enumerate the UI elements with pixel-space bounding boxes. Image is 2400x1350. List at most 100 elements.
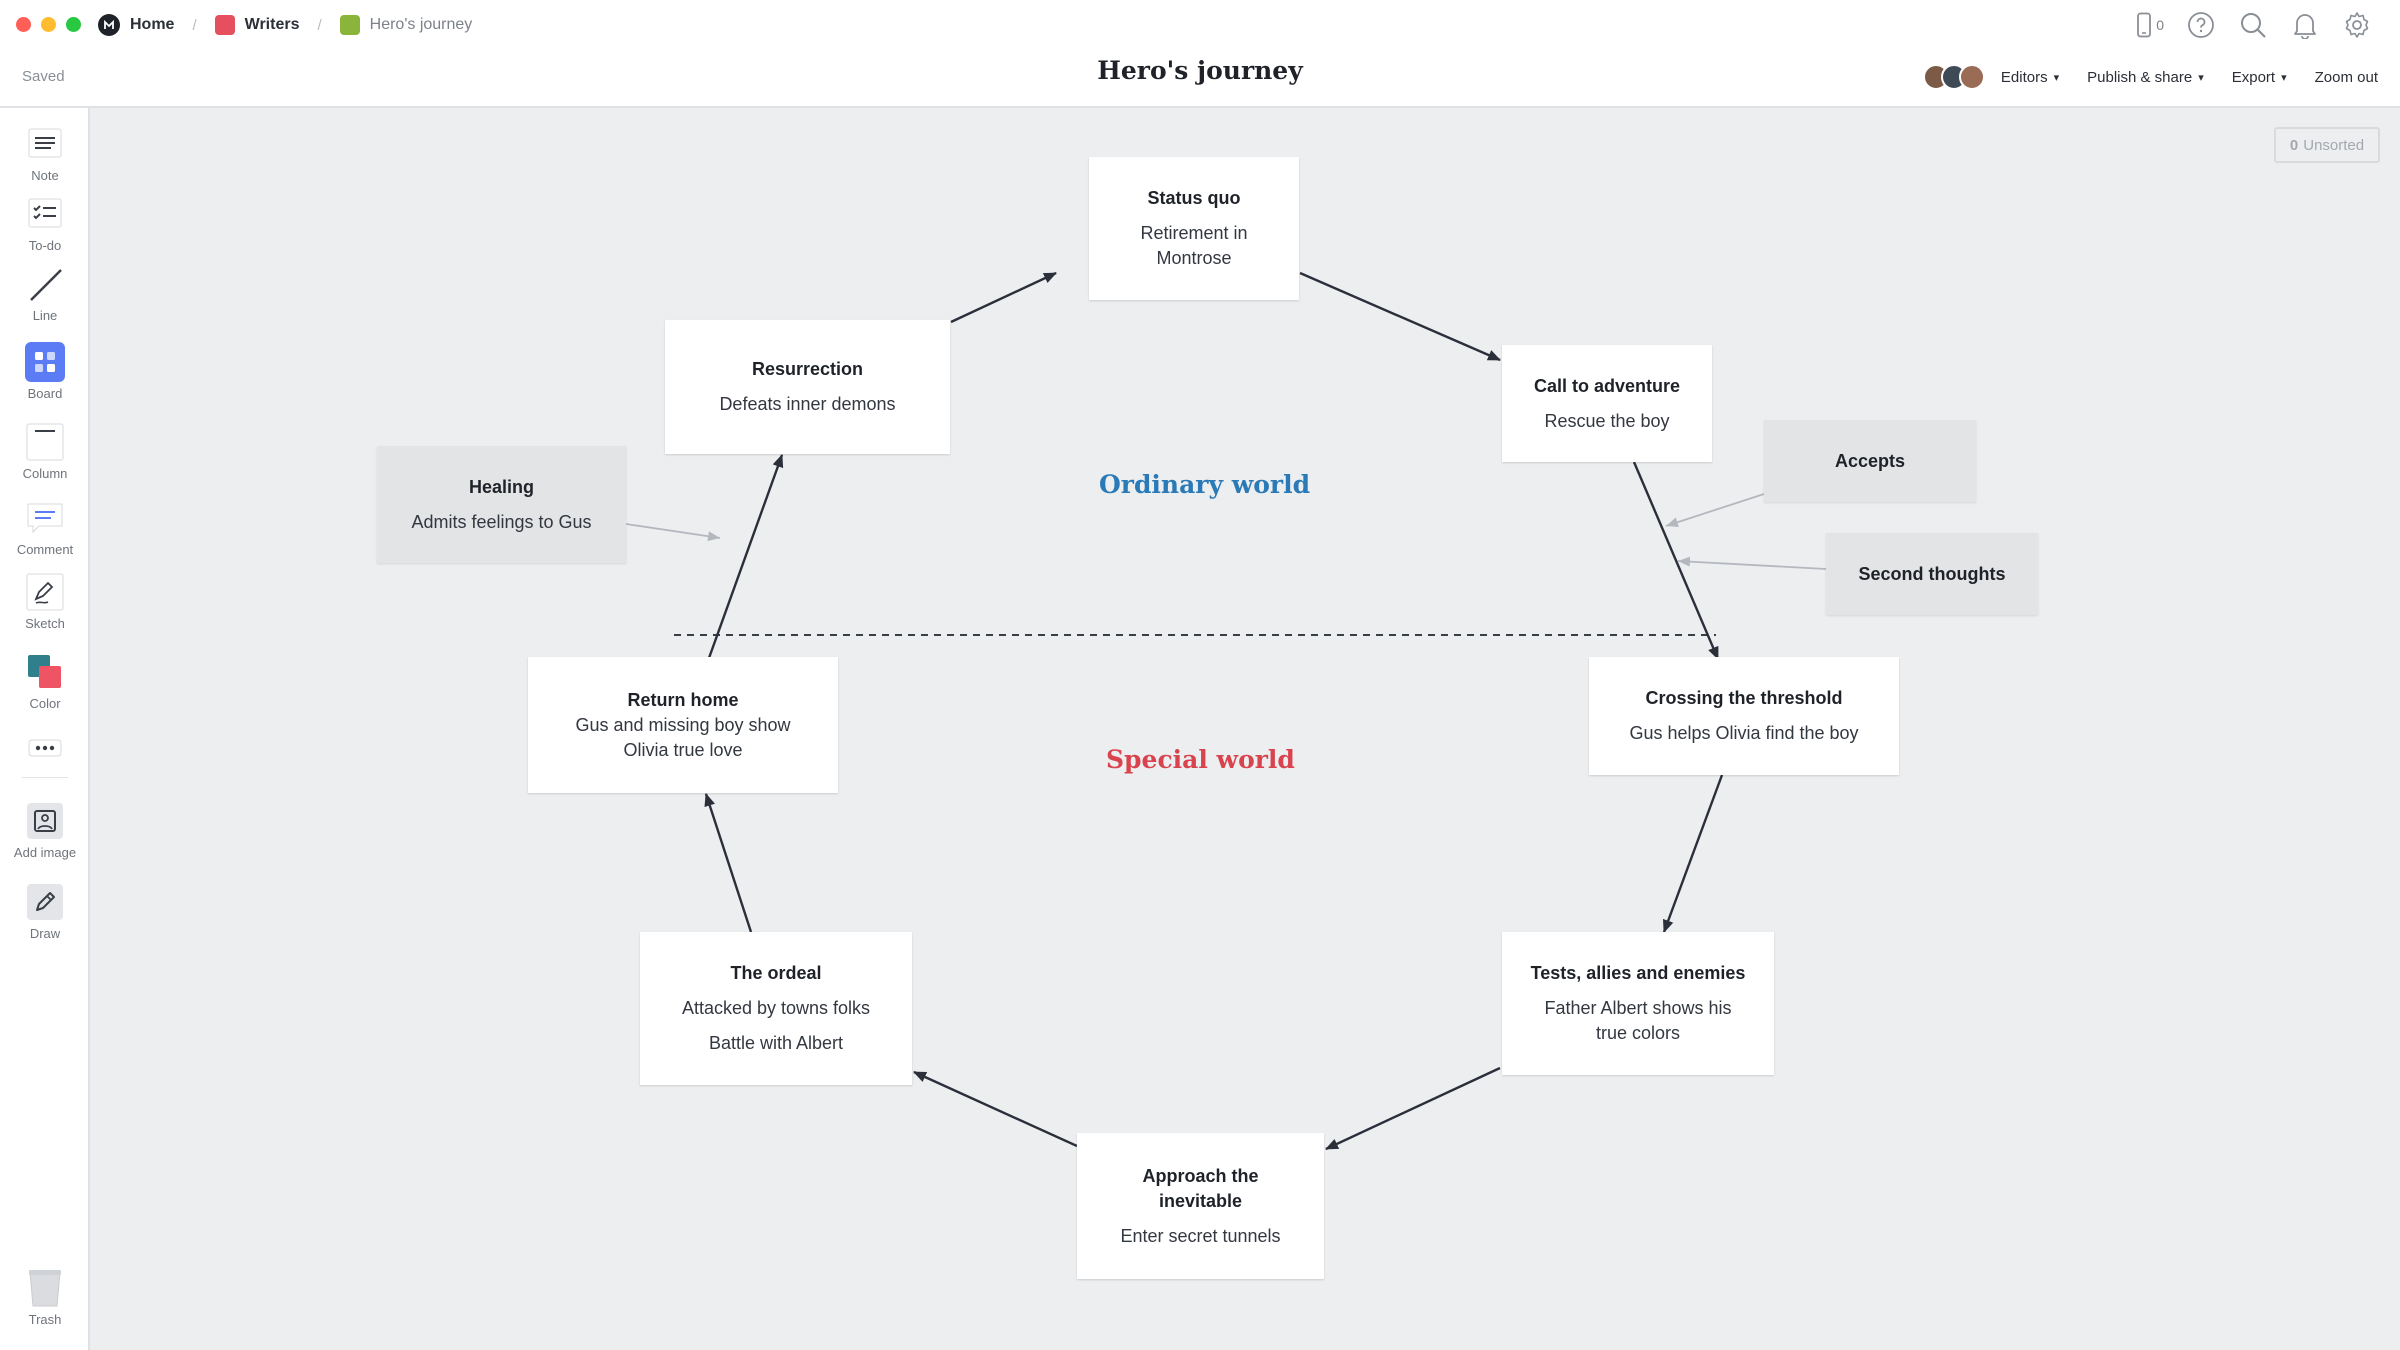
- export-menu[interactable]: Export ▾: [2232, 69, 2287, 86]
- arrow-crossing-to-tests[interactable]: [1662, 774, 1724, 933]
- todo-icon: [25, 194, 65, 234]
- tool-comment-label: Comment: [16, 542, 74, 557]
- arrow-status-to-call[interactable]: [1299, 271, 1501, 362]
- notifications-button[interactable]: [2290, 10, 2320, 40]
- breadcrumb-separator: /: [192, 16, 197, 34]
- more-icon: [25, 728, 65, 768]
- tool-line-label: Line: [32, 308, 58, 323]
- arrow-accepts[interactable]: [1665, 493, 1765, 528]
- card-title: Call to adventure: [1533, 375, 1681, 396]
- chevron-down-icon: ▾: [2198, 71, 2204, 84]
- top-bar: Home / Writers / Hero's journey Saved He…: [0, 0, 2400, 108]
- tool-todo-label: To-do: [28, 238, 62, 253]
- arrow-second-thoughts[interactable]: [1677, 556, 1827, 570]
- card-text: Battle with Albert: [708, 1033, 844, 1053]
- device-count: 0: [2156, 17, 2164, 33]
- publish-share-menu[interactable]: Publish & share ▾: [2087, 69, 2204, 86]
- card-healing[interactable]: Healing Admits feelings to Gus: [377, 446, 626, 563]
- tool-color[interactable]: Color: [0, 652, 90, 711]
- breadcrumb-current[interactable]: Hero's journey: [339, 15, 472, 35]
- window-close-button[interactable]: [16, 17, 31, 32]
- tool-trash[interactable]: Trash: [0, 1268, 90, 1327]
- breadcrumb: Home / Writers / Hero's journey: [98, 10, 472, 40]
- card-text: Admits feelings to Gus: [411, 511, 592, 532]
- writers-board-icon: [214, 15, 235, 35]
- tool-board[interactable]: Board: [0, 342, 90, 401]
- card-second-thoughts[interactable]: Second thoughts: [1826, 533, 2038, 615]
- add-image-icon: [25, 801, 65, 841]
- save-status: Saved: [22, 68, 65, 85]
- left-toolbar: Note To-do Line Board Column Comment: [0, 108, 90, 1350]
- breadcrumb-writers[interactable]: Writers: [214, 15, 300, 35]
- card-the-ordeal[interactable]: The ordeal Attacked by towns folks Battl…: [640, 932, 912, 1085]
- zoom-out-button[interactable]: Zoom out: [2315, 69, 2378, 86]
- search-button[interactable]: [2238, 10, 2268, 40]
- page-title[interactable]: Hero's journey: [1097, 56, 1303, 85]
- card-title: Healing: [468, 476, 534, 497]
- editor-avatars: [1922, 64, 1985, 90]
- card-tests-allies-enemies[interactable]: Tests, allies and enemies Father Albert …: [1502, 932, 1774, 1075]
- ordinary-world-label[interactable]: Ordinary world: [1099, 470, 1311, 499]
- tool-sketch-label: Sketch: [25, 616, 65, 631]
- board-canvas[interactable]: 0 Unsorted Ordinary world Special world …: [92, 110, 2400, 1350]
- mobile-icon: [2137, 12, 2152, 38]
- tool-comment[interactable]: Comment: [0, 498, 90, 557]
- bell-icon: [2294, 14, 2316, 39]
- card-text: Gus helps Olivia find the boy: [1629, 723, 1859, 743]
- card-approach-inevitable[interactable]: Approach the inevitable Enter secret tun…: [1077, 1133, 1324, 1279]
- window-zoom-button[interactable]: [66, 17, 81, 32]
- mobile-button[interactable]: 0: [2136, 10, 2164, 40]
- tool-draw[interactable]: Draw: [0, 882, 90, 941]
- arrow-healing[interactable]: [625, 523, 721, 542]
- chevron-down-icon: ▾: [2281, 71, 2287, 84]
- trash-icon: [25, 1268, 65, 1308]
- arrow-call-to-crossing[interactable]: [1632, 461, 1720, 660]
- tool-todo[interactable]: To-do: [0, 194, 90, 253]
- editors-menu[interactable]: Editors ▾: [1922, 64, 2059, 90]
- card-title: Second thoughts: [1858, 563, 2006, 584]
- tool-draw-label: Draw: [29, 926, 61, 941]
- card-status-quo[interactable]: Status quo Retirement in Montrose: [1089, 157, 1299, 300]
- unsorted-count: 0: [2289, 136, 2299, 154]
- special-world-label[interactable]: Special world: [1106, 745, 1295, 774]
- board-icon: [25, 342, 65, 382]
- unsorted-button[interactable]: 0 Unsorted: [2274, 127, 2380, 163]
- card-text: Defeats inner demons: [719, 394, 896, 414]
- card-call-to-adventure[interactable]: Call to adventure Rescue the boy: [1502, 345, 1712, 462]
- breadcrumb-home[interactable]: Home: [98, 14, 174, 36]
- card-text: Rescue the boy: [1544, 410, 1670, 431]
- card-title: Status quo: [1147, 188, 1241, 208]
- card-title: Resurrection: [751, 359, 864, 379]
- settings-button[interactable]: [2342, 10, 2372, 40]
- help-button[interactable]: [2186, 10, 2216, 40]
- top-icons: 0: [2136, 10, 2372, 40]
- journey-board-icon: [339, 15, 360, 35]
- arrow-return-to-resurrection[interactable]: [707, 454, 784, 659]
- home-logo-icon: [98, 14, 120, 36]
- breadcrumb-writers-label: Writers: [244, 16, 300, 33]
- tool-note[interactable]: Note: [0, 124, 90, 183]
- window-minimize-button[interactable]: [41, 17, 56, 32]
- tool-more[interactable]: [0, 728, 90, 768]
- tool-column[interactable]: Column: [0, 422, 90, 481]
- arrow-tests-to-approach[interactable]: [1325, 1066, 1501, 1151]
- tool-line[interactable]: Line: [0, 264, 90, 323]
- card-crossing-threshold[interactable]: Crossing the threshold Gus helps Olivia …: [1589, 657, 1899, 775]
- card-return-home[interactable]: Return home Gus and missing boy show Oli…: [528, 657, 838, 793]
- line-icon: [25, 264, 65, 304]
- card-text: Father Albert shows his true colors: [1544, 998, 1732, 1043]
- arrow-approach-to-ordeal[interactable]: [913, 1070, 1078, 1148]
- note-icon: [25, 124, 65, 164]
- tool-sketch[interactable]: Sketch: [0, 572, 90, 631]
- tool-column-label: Column: [22, 466, 68, 481]
- card-accepts[interactable]: Accepts: [1764, 420, 1976, 502]
- arrow-ordeal-to-return[interactable]: [704, 793, 753, 933]
- arrow-resurrection-to-status[interactable]: [950, 271, 1057, 324]
- tool-add-image[interactable]: Add image: [0, 801, 90, 860]
- card-text: Enter secret tunnels: [1120, 1225, 1281, 1246]
- card-title: The ordeal: [730, 963, 822, 983]
- tool-color-label: Color: [29, 696, 61, 711]
- card-title: Crossing the threshold: [1645, 688, 1843, 708]
- color-icon: [25, 652, 65, 692]
- card-resurrection[interactable]: Resurrection Defeats inner demons: [665, 320, 950, 454]
